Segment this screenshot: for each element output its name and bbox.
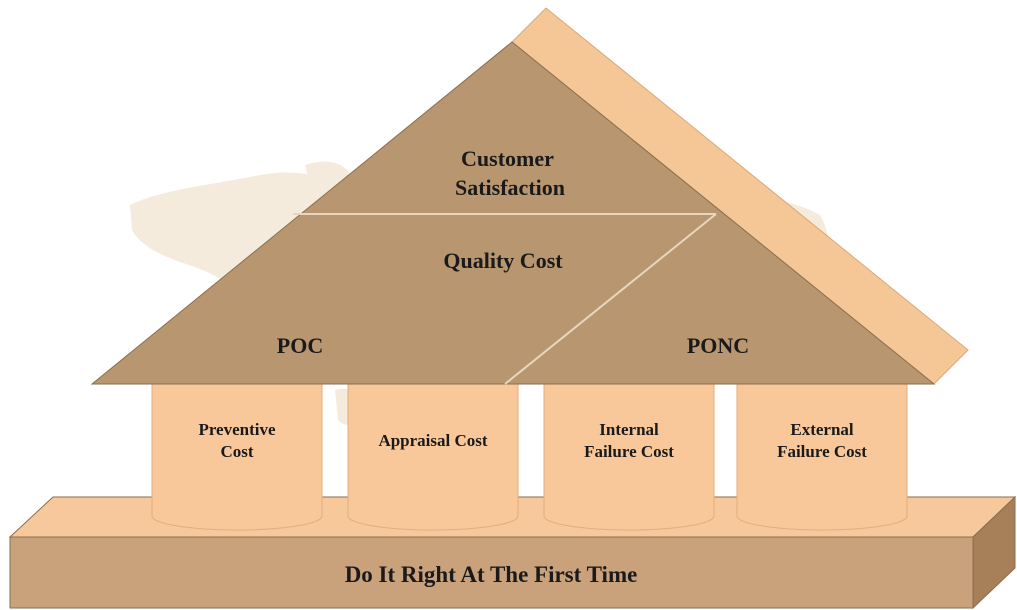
pillar-3-label-line-1: Internal bbox=[599, 420, 659, 439]
roof-top-label: Customer Satisfaction bbox=[455, 146, 565, 200]
pillar-1-label-line-1: Preventive bbox=[198, 420, 276, 439]
pillar-3-label-line-2: Failure Cost bbox=[584, 442, 674, 461]
pillar-4-body bbox=[736, 383, 908, 531]
roof-left-label: POC bbox=[277, 333, 323, 358]
foundation-label: Do It Right At The First Time bbox=[345, 562, 638, 587]
pillar-2-label-line-1: Appraisal Cost bbox=[378, 431, 487, 450]
pillar-2-label: Appraisal Cost bbox=[378, 431, 487, 450]
pillar-1-label-line-2: Cost bbox=[220, 442, 253, 461]
roof-top-line-1: Customer bbox=[461, 146, 554, 171]
foundation-front-face bbox=[9, 536, 974, 609]
roof-right-label: PONC bbox=[687, 333, 749, 358]
pillar-4-label-line-1: External bbox=[790, 420, 854, 439]
pillar-2: Appraisal Cost bbox=[347, 383, 519, 531]
pillar-3-body bbox=[543, 383, 715, 531]
roof-divider-diagonal bbox=[504, 213, 717, 385]
map-greenland bbox=[305, 161, 350, 189]
pillar-4-label-line-2: Failure Cost bbox=[777, 442, 867, 461]
roof: Customer Satisfaction Quality Cost POC P… bbox=[90, 7, 969, 385]
pillar-2-body bbox=[347, 383, 519, 531]
roof-middle-label: Quality Cost bbox=[443, 248, 563, 273]
roof-top-line-2: Satisfaction bbox=[455, 175, 565, 200]
pillar-1-body bbox=[151, 383, 323, 531]
